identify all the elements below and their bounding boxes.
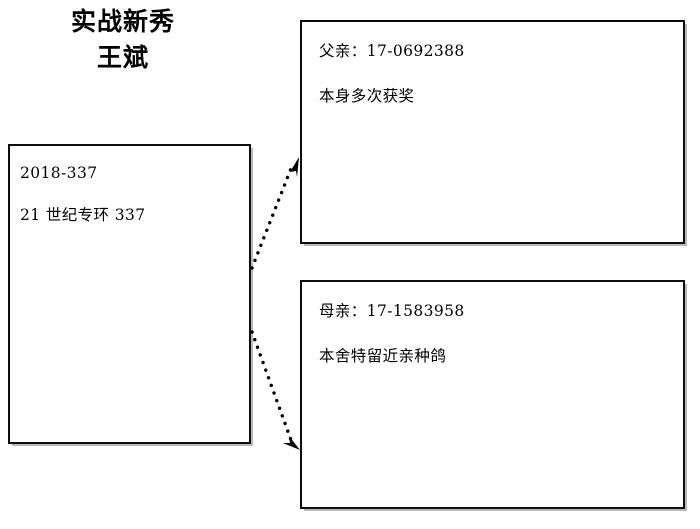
mother-description: 本舍特留近亲种鸽 bbox=[319, 347, 447, 365]
subject-description: 21 世纪专环 337 bbox=[20, 206, 146, 224]
node-box-subject: 2018-337 21 世纪专环 337 bbox=[8, 144, 251, 444]
page-title-line-1: 实战新秀 bbox=[70, 7, 175, 36]
page-title: 实战新秀 王斌 bbox=[18, 4, 228, 76]
father-description: 本身多次获奖 bbox=[319, 87, 415, 105]
subject-ring-number: 2018-337 bbox=[20, 164, 98, 182]
arrow-to-father-icon bbox=[250, 157, 299, 270]
arrow-to-mother-icon bbox=[250, 330, 300, 450]
father-ring-number: 父亲：17-0692388 bbox=[319, 42, 465, 60]
page-title-line-2: 王斌 bbox=[96, 43, 149, 72]
node-box-mother: 母亲：17-1583958 本舍特留近亲种鸽 bbox=[300, 280, 685, 509]
node-box-father: 父亲：17-0692388 本身多次获奖 bbox=[300, 20, 685, 244]
mother-ring-number: 母亲：17-1583958 bbox=[319, 302, 465, 320]
